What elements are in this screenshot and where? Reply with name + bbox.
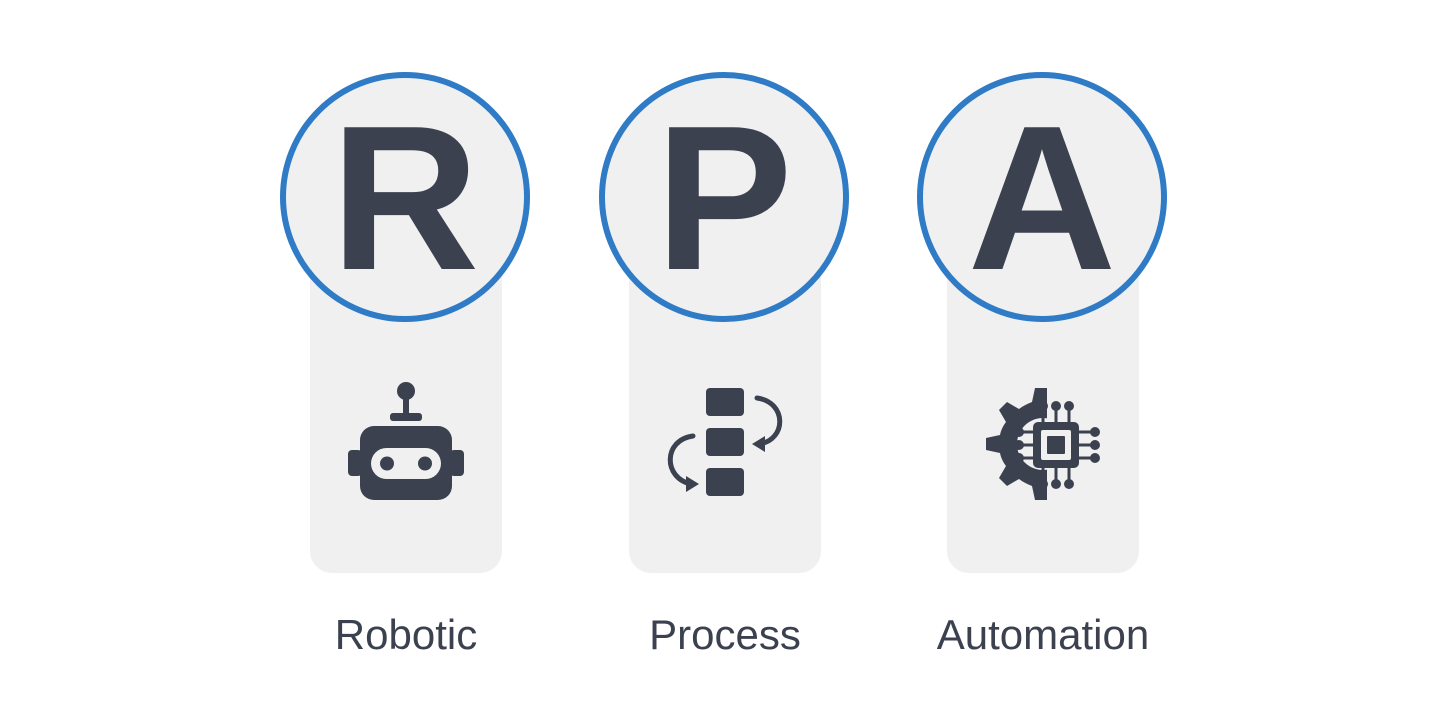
letter-circle-r: R xyxy=(280,72,530,322)
letter-circle-p: P xyxy=(599,72,849,322)
caption-process: Process xyxy=(649,611,801,658)
letter-a: A xyxy=(967,83,1117,313)
gear-chip-icon xyxy=(977,378,1109,510)
robot-icon xyxy=(340,378,472,510)
process-flow-icon xyxy=(659,378,791,510)
rpa-column-robotic: R Robotic xyxy=(276,0,536,724)
caption-automation: Automation xyxy=(936,611,1150,658)
rpa-column-automation: A xyxy=(913,0,1173,724)
caption-robotic: Robotic xyxy=(334,611,478,658)
letter-circle-a: A xyxy=(917,72,1167,322)
letter-r: R xyxy=(330,83,480,313)
letter-p: P xyxy=(655,83,793,313)
rpa-column-process: P Process xyxy=(595,0,855,724)
